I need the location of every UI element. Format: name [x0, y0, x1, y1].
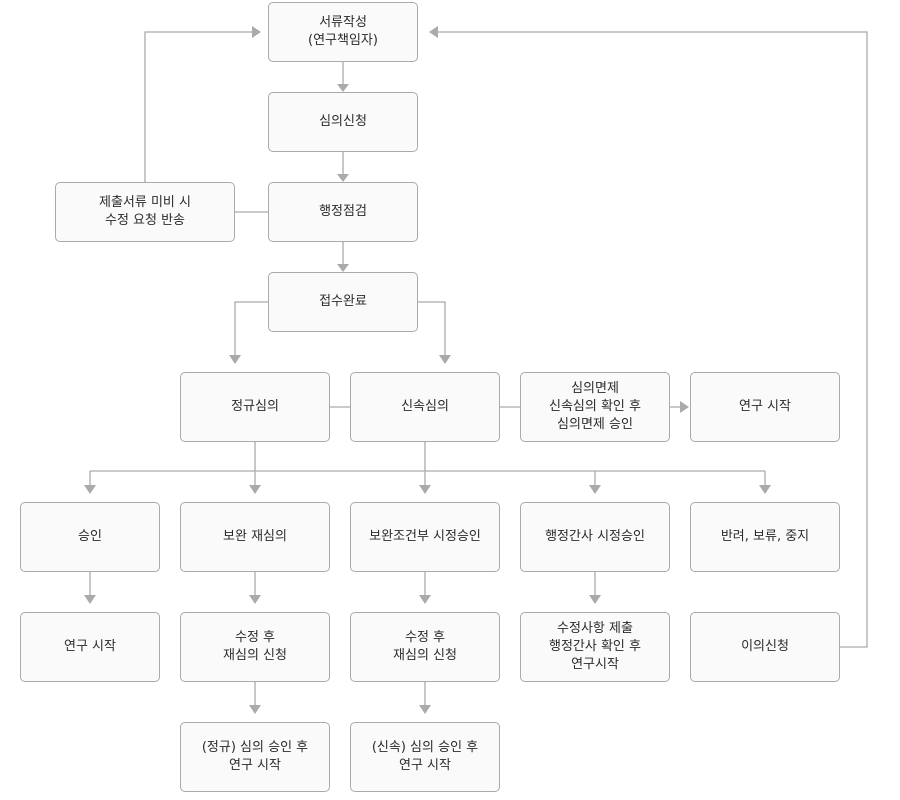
arrow-down-icon	[419, 705, 431, 714]
node-reject-hold-stop: 반려, 보류, 중지	[690, 502, 840, 572]
node-review-application: 심의신청	[268, 92, 418, 152]
arrow-down-icon	[337, 84, 349, 92]
arrow-down-icon	[589, 485, 601, 494]
arrow-down-icon	[84, 595, 96, 604]
arrow-left-icon	[429, 26, 438, 38]
node-revise-rereview-expedited: 수정 후 재심의 신청	[350, 612, 500, 682]
arrow-down-icon	[249, 705, 261, 714]
arrow-right-icon	[680, 401, 689, 413]
arrow-down-icon	[249, 595, 261, 604]
node-supplement-rereview: 보완 재심의	[180, 502, 330, 572]
node-admin-check: 행정점검	[268, 182, 418, 242]
arrow-down-icon	[419, 595, 431, 604]
node-expedited-final-start: (신속) 심의 승인 후 연구 시작	[350, 722, 500, 792]
arrow-right-icon	[252, 26, 261, 38]
node-expedited-review: 신속심의	[350, 372, 500, 442]
node-appeal: 이의신청	[690, 612, 840, 682]
node-receipt-complete: 접수완료	[268, 272, 418, 332]
node-review-exemption: 심의면제 신속심의 확인 후 심의면제 승인	[520, 372, 670, 442]
node-regular-review: 정규심의	[180, 372, 330, 442]
arrow-down-icon	[229, 355, 241, 364]
node-revise-rereview-regular: 수정 후 재심의 신청	[180, 612, 330, 682]
node-conditional-approval: 보완조건부 시정승인	[350, 502, 500, 572]
connector	[144, 31, 252, 182]
connector	[234, 301, 268, 355]
node-return-for-revision: 제출서류 미비 시 수정 요청 반송	[55, 182, 235, 242]
node-exempt-research-start: 연구 시작	[690, 372, 840, 442]
node-admin-secretary-approval: 행정간사 시정승인	[520, 502, 670, 572]
arrow-down-icon	[249, 485, 261, 494]
arrow-down-icon	[439, 355, 451, 364]
node-approval: 승인	[20, 502, 160, 572]
arrow-down-icon	[419, 485, 431, 494]
arrow-down-icon	[337, 174, 349, 182]
node-regular-final-start: (정규) 심의 승인 후 연구 시작	[180, 722, 330, 792]
arrow-down-icon	[337, 264, 349, 272]
arrow-down-icon	[589, 595, 601, 604]
arrow-down-icon	[759, 485, 771, 494]
node-revision-submission: 수정사항 제출 행정간사 확인 후 연구시작	[520, 612, 670, 682]
node-prepare-documents: 서류작성 (연구책임자)	[268, 2, 418, 62]
connector	[418, 301, 446, 355]
connector	[438, 31, 868, 648]
arrow-down-icon	[84, 485, 96, 494]
node-approved-research-start: 연구 시작	[20, 612, 160, 682]
